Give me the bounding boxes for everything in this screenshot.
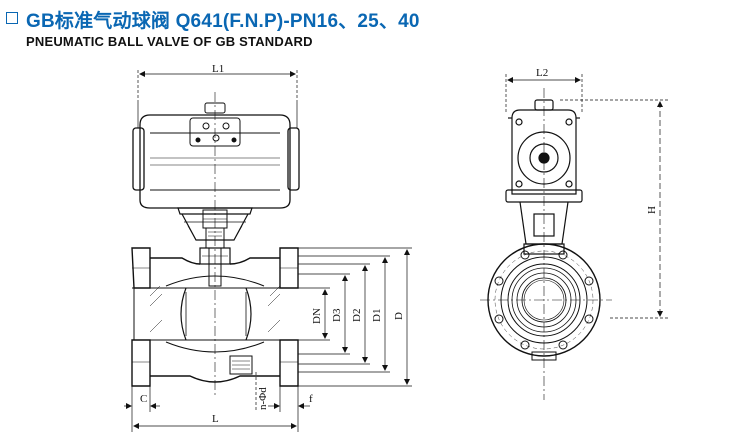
valve-neck	[199, 247, 231, 287]
dim-H: H	[646, 206, 658, 214]
flange-side	[487, 243, 601, 361]
dim-D3: D3	[331, 308, 343, 322]
square-outline-icon	[6, 12, 18, 24]
page-title: GB标准气动球阀 Q641(F.N.P)-PN16、25、40	[26, 11, 420, 32]
side-dimension-lines	[505, 74, 668, 319]
page-subtitle: PNEUMATIC BALL VALVE OF GB STANDARD	[26, 34, 313, 49]
dim-D2: D2	[351, 309, 363, 322]
dim-C: C	[140, 393, 147, 405]
bolt-holes	[494, 250, 594, 350]
bracket	[177, 207, 253, 249]
dim-D: D	[393, 312, 405, 320]
dimension-lines	[124, 70, 412, 432]
dim-L2: L2	[536, 67, 548, 79]
actuator-side	[505, 99, 583, 203]
side-view: L2 H	[480, 67, 668, 400]
dim-L: L	[212, 413, 219, 425]
dim-L1: L1	[212, 63, 224, 75]
dim-DN: DN	[311, 308, 323, 324]
dim-f: f	[309, 393, 313, 405]
header: GB标准气动球阀 Q641(F.N.P)-PN16、25、40 PNEUMATI…	[6, 6, 746, 52]
dim-n-phi-d: n-Φd	[257, 387, 269, 410]
front-view: L1 L C f DN D3 D2 D1 D n-Φd	[124, 63, 412, 432]
dim-D1: D1	[371, 309, 383, 322]
actuator	[132, 102, 300, 209]
